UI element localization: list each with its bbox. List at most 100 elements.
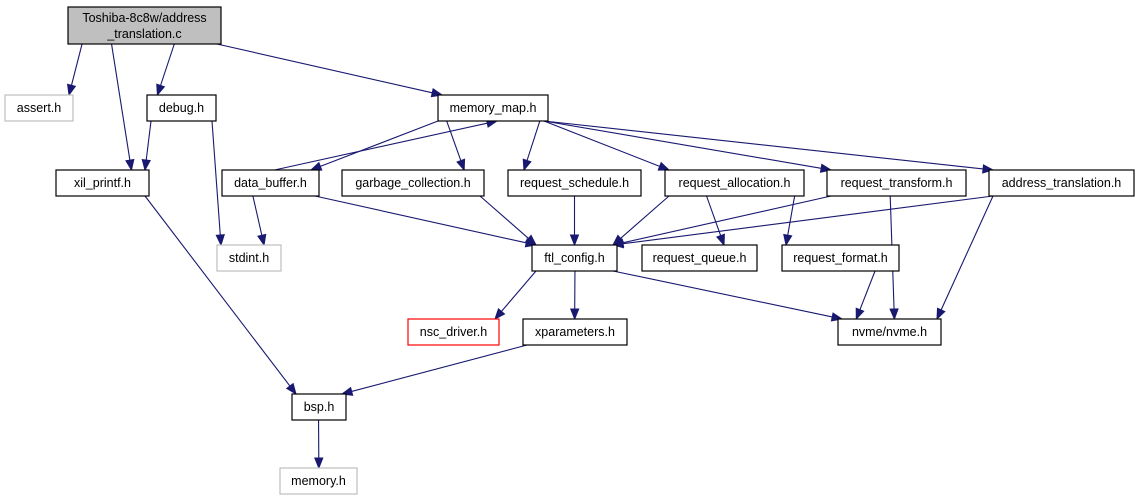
edge-arrowhead-request_allocation-to-request_format [783,233,793,247]
node-data-buffer-label: data_buffer.h [234,176,307,190]
edge-arrowhead-address_translation-to-nvme [936,307,946,321]
node-nvme-h[interactable]: nvme/nvme.h [837,318,942,346]
node-nsc-driver-h[interactable]: nsc_driver.h [407,318,500,346]
node-xparameters-box [522,318,628,346]
edge-arrowhead-ftl_config-to-nsc_driver [494,307,506,321]
node-ftl-config-h[interactable]: ftl_config.h [531,244,618,272]
edge-arrowhead-root-to-xil_printf [125,158,135,172]
node-request-format-label: request_format.h [793,251,888,265]
node-memory-map-h[interactable]: memory_map.h [437,94,549,122]
node-request-allocation-h[interactable]: request_allocation.h [664,169,805,197]
node-request-queue-box [641,244,758,272]
node-data-buffer-box [221,169,320,197]
node-address-translation-label: address_translation.h [1002,176,1122,190]
edge-memory_map-to-data_buffer [320,120,439,167]
edge-address_translation-to-nvme [940,195,994,311]
node-request-transform-label: request_transform.h [841,176,953,190]
node-memory-map-label: memory_map.h [450,101,537,115]
edge-arrowhead-memory_map-to-request_schedule [522,158,532,172]
node-root-label-line1: Toshiba-8c8w/address [82,11,206,25]
node-request-format-h[interactable]: request_format.h [781,244,900,272]
edge-arrowhead-data_buffer-to-stdint [257,233,267,247]
edge-memory_map-to-address_translation [543,120,984,170]
edge-memory_map-to-request_allocation [543,120,660,167]
node-nvme-label: nvme/nvme.h [852,325,927,339]
edge-request_allocation-to-request_format [787,195,796,236]
node-request-queue-h[interactable]: request_queue.h [641,244,758,272]
edge-arrowhead-request_transform-to-nvme [889,308,899,321]
edge-memory_map-to-request_schedule [526,120,541,161]
nodes-layer: Toshiba-8c8w/address _translation.c asse… [4,6,1135,495]
node-xparameters-h[interactable]: xparameters.h [522,318,628,346]
edge-root-to-memory_map [216,43,433,94]
node-xparameters-label: xparameters.h [535,325,615,339]
node-stdint-h[interactable]: stdint.h [216,244,282,272]
edge-garbage_collection-to-ftl_config [479,195,529,239]
node-bsp-h[interactable]: bsp.h [291,393,347,421]
edge-arrowhead-ftl_config-to-xparameters [569,308,580,321]
edge-root-to-debug [160,43,175,86]
node-address-translation-h[interactable]: address_translation.h [988,169,1135,197]
node-garbage-collection-h[interactable]: garbage_collection.h [341,169,485,197]
edge-arrowhead-debug-to-stdint [215,234,225,247]
node-root-file[interactable]: Toshiba-8c8w/address _translation.c [67,6,222,45]
node-assert-label: assert.h [17,101,62,115]
edge-debug-to-xil_printf [145,120,152,161]
node-request-transform-h[interactable]: request_transform.h [826,169,967,197]
edge-arrowhead-garbage_collection-to-ftl_config [524,234,538,246]
edge-memory_map-to-request_transform [543,120,822,169]
edge-arrowhead-memory_map-to-address_translation [982,164,995,174]
node-assert-h[interactable]: assert.h [4,94,74,122]
node-root-label-line2: _translation.c [106,27,181,41]
edge-arrowhead-bsp-to-memory [314,457,324,470]
node-debug-h[interactable]: debug.h [146,94,217,122]
node-request-queue-label: request_queue.h [653,251,747,265]
edge-arrowhead-request_format-to-nvme [855,307,865,321]
edge-root-to-assert [70,43,83,86]
edge-address_translation-to-ftl_config [622,195,994,245]
edge-memory_map-to-garbage_collection [446,120,462,161]
node-nsc-driver-box [407,318,500,346]
edge-arrowhead-memory_map-to-garbage_collection [456,158,466,172]
node-request-schedule-h[interactable]: request_schedule.h [507,169,642,197]
node-memory-h[interactable]: memory.h [279,467,358,495]
edge-arrowhead-root-to-assert [67,83,77,97]
node-ftl-config-box [531,244,618,272]
edge-data_buffer-to-ftl_config [314,195,527,244]
node-bsp-box [291,393,347,421]
edge-debug-to-stdint [211,120,221,236]
edge-arrowhead-debug-to-xil_printf [141,159,151,172]
edge-arrowhead-root-to-debug [156,83,166,97]
node-request-schedule-label: request_schedule.h [520,176,629,190]
node-stdint-label: stdint.h [229,251,269,265]
node-assert-box [4,94,74,122]
node-stdint-box [216,244,282,272]
edge-arrowhead-xil_printf-to-bsp [285,382,297,396]
node-memory-label: memory.h [291,474,346,488]
node-nvme-box [837,318,942,346]
node-xil-printf-h[interactable]: xil_printf.h [55,169,150,197]
node-data-buffer-h[interactable]: data_buffer.h [221,169,320,197]
edge-ftl_config-to-nvme [612,270,833,318]
edge-data_buffer-to-stdint [252,195,263,236]
node-memory-box [279,467,358,495]
edge-request_transform-to-ftl_config [622,195,832,244]
edge-root-to-xil_printf [111,43,131,161]
node-memory-map-box [437,94,549,122]
edge-arrowhead-request_allocation-to-request_queue [716,233,725,247]
edge-arrowhead-memory_map-to-request_allocation [657,161,671,171]
node-request-allocation-box [664,169,805,197]
node-garbage-collection-box [341,169,485,197]
edge-request_allocation-to-request_queue [706,195,722,236]
node-request-allocation-label: request_allocation.h [679,176,791,190]
edge-arrowhead-xparameters-to-bsp [340,386,354,396]
node-request-transform-box [826,169,967,197]
node-root-box [67,6,222,45]
node-xil-printf-box [55,169,150,197]
node-garbage-collection-label: garbage_collection.h [355,176,470,190]
node-xil-printf-label: xil_printf.h [74,176,131,190]
edge-request_format-to-nvme [859,270,876,310]
edge-ftl_config-to-nsc_driver [501,270,537,312]
node-request-format-box [781,244,900,272]
edges-layer [67,43,995,470]
